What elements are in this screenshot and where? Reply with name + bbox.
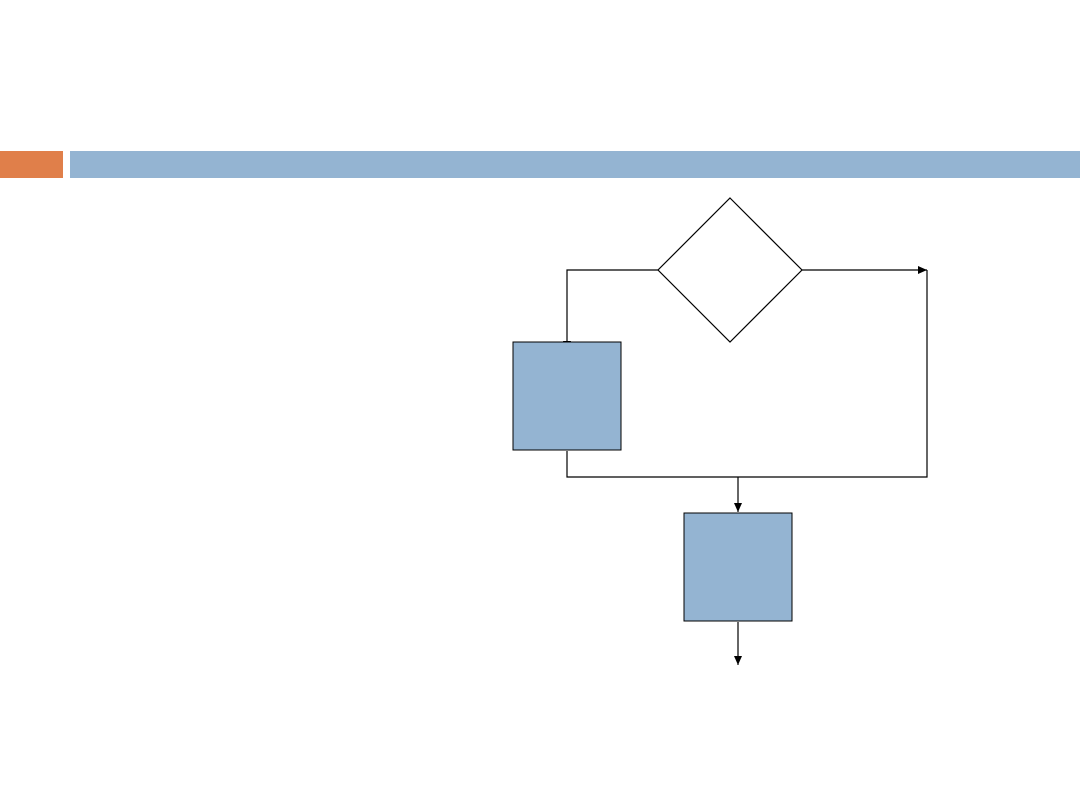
connector-right-branch-to-merge [566,270,928,478]
connector-decision-to-process-1 [563,269,658,350]
process-box-1 [512,341,622,451]
process-box-2 [683,512,793,622]
title-bar-accent [0,151,63,178]
decision-diamond [657,197,803,343]
title-bar [70,151,1080,178]
